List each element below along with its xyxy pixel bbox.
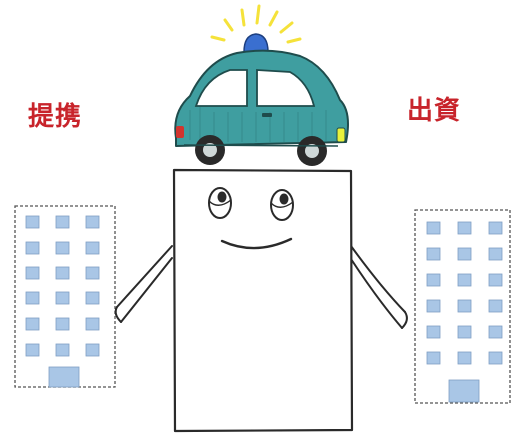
character-smile [220, 237, 293, 250]
right-building-icon [414, 209, 511, 404]
smiling-building-character [172, 168, 354, 433]
label-partnership: 提携 [28, 102, 83, 132]
police-car-icon [174, 4, 349, 166]
label-investment: 出資 [407, 96, 462, 126]
character-arms [114, 245, 408, 329]
character-eyes [208, 187, 294, 221]
left-building-icon [14, 205, 116, 388]
